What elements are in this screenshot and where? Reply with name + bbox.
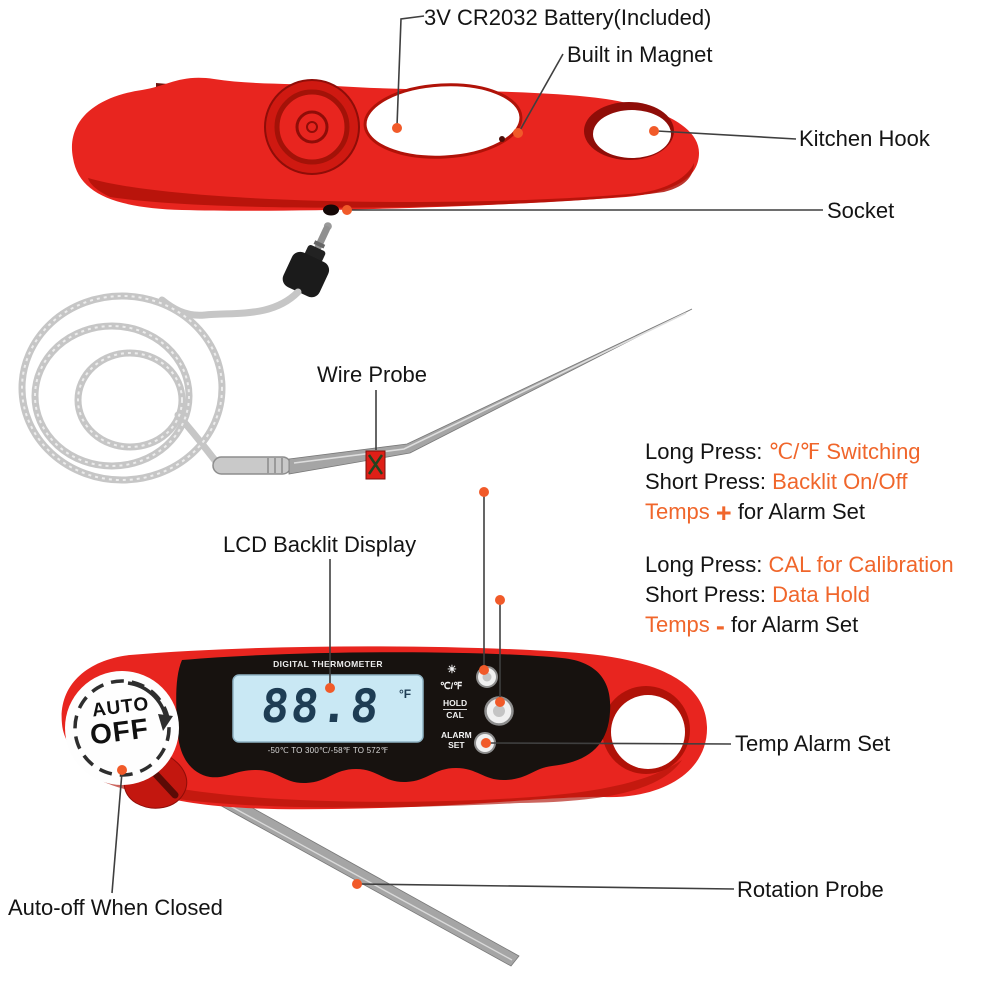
device-brand-text: DIGITAL THERMOMETER — [273, 659, 383, 669]
magnet-label: Built in Magnet — [567, 42, 713, 67]
callout-dot — [481, 738, 491, 748]
lcd-unit: °F — [399, 687, 412, 701]
cf-short-press-line: Short Press: Backlit On/Off — [645, 469, 908, 494]
callout-dot — [392, 123, 402, 133]
set-label: SET — [448, 740, 465, 750]
hold-long-press-line: Long Press: CAL for Calibration — [645, 552, 954, 577]
backlight-icon: ☀ — [447, 664, 457, 676]
probe-clip — [365, 450, 386, 480]
hold-label: HOLD — [443, 698, 468, 710]
cal-label: CAL — [446, 710, 464, 720]
finger-cutout — [363, 83, 523, 159]
alarm-set-button-label: ALARM SET — [441, 730, 472, 750]
cf-button-label: ℃/℉ — [440, 681, 463, 692]
auto-off-label: Auto-off When Closed — [8, 895, 223, 920]
callout-dot — [479, 487, 489, 497]
jack-plug — [282, 222, 332, 298]
callout-dot — [117, 765, 127, 775]
thermometer-top-view — [71, 77, 699, 216]
callout-dot — [495, 595, 505, 605]
probe-sleeve — [212, 456, 292, 475]
lcd-display-label: LCD Backlit Display — [223, 532, 417, 557]
hanging-ring — [602, 686, 690, 774]
temperature-range-text: -50℃ TO 300℃/-58℉ TO 572℉ — [267, 746, 389, 755]
cable-braid-texture — [21, 295, 223, 481]
hook-hole — [584, 102, 674, 160]
callout-dot — [479, 665, 489, 675]
hold-cal-button-label: HOLD CAL — [443, 698, 468, 720]
wire-probe-label: Wire Probe — [317, 362, 428, 387]
callout-lines — [111, 15, 823, 894]
battery-label: 3V CR2032 Battery(Included) — [424, 5, 712, 30]
lcd-window — [232, 674, 424, 743]
wire-probe-needle — [288, 308, 693, 475]
rotation-callout-line — [359, 883, 735, 890]
kitchen-hook-label: Kitchen Hook — [799, 126, 930, 151]
socket-hole — [323, 204, 339, 216]
hold-button-notes: Long Press: CAL for Calibration Short Pr… — [645, 550, 954, 640]
hold-short-press-line: Short Press: Data Hold — [645, 582, 870, 607]
rotation-probe-label: Rotation Probe — [737, 877, 884, 902]
callout-dot — [342, 205, 352, 215]
auto-off-callout-line — [111, 771, 123, 894]
lcd-digits: 88.8 — [258, 679, 384, 733]
magnet-callout-line — [518, 53, 564, 133]
thermometer-open-view — [61, 646, 708, 967]
callout-dot — [352, 879, 362, 889]
callout-dot — [325, 683, 335, 693]
callout-dots — [117, 123, 659, 889]
wire-probe-assembly — [18, 222, 693, 484]
battery-callout-line — [396, 15, 425, 127]
cf-temps-line: Temps + for Alarm Set — [645, 498, 865, 528]
temp-alarm-label: Temp Alarm Set — [735, 731, 891, 756]
callout-dot — [513, 128, 523, 138]
cf-long-press-line: Long Press: ℃/℉ Switching — [645, 439, 921, 464]
battery-cap — [264, 79, 360, 175]
magnet-spot — [499, 136, 505, 142]
hook-callout-line — [656, 130, 797, 140]
hold-temps-line: Temps - for Alarm Set — [645, 611, 859, 641]
alarm-label: ALARM — [441, 730, 472, 740]
callout-dot — [495, 697, 505, 707]
rotate-arrow-icon — [127, 681, 168, 719]
cf-button-notes: Long Press: ℃/℉ Switching Short Press: B… — [645, 437, 921, 527]
callout-dot — [649, 126, 659, 136]
socket-label: Socket — [827, 198, 895, 223]
alarm-callout-line — [489, 742, 732, 745]
